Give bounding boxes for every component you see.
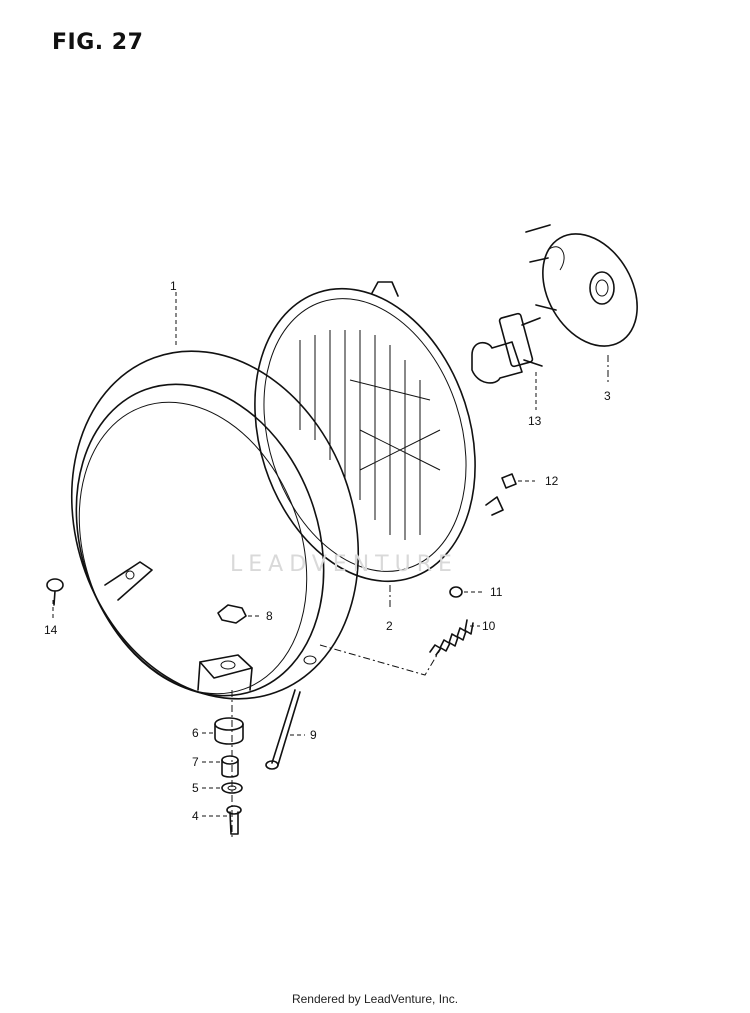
collar[interactable] [202,755,239,778]
cushion[interactable] [202,717,244,745]
long-screw[interactable] [265,689,305,770]
callout-11: 11 [490,585,503,599]
callout-1: 1 [170,279,177,293]
footer-credit: Rendered by LeadVenture, Inc. [291,992,459,1006]
callout-6: 6 [192,726,199,740]
callout-4: 4 [192,809,199,823]
callout-5: 5 [192,781,199,795]
callout-12: 12 [545,474,559,488]
bulb[interactable] [471,312,543,410]
callout-10: 10 [482,619,496,633]
nut[interactable] [217,604,262,624]
headlight-lens[interactable] [219,260,511,610]
clip[interactable] [46,578,64,620]
washer[interactable] [202,782,243,794]
callout-13: 13 [528,414,542,428]
figure-title: FIG. 27 [52,30,144,55]
adjust-washer[interactable] [449,586,485,598]
bolt[interactable] [202,805,242,835]
callout-2: 2 [386,619,393,633]
alignment-line [319,644,441,676]
callout-8: 8 [266,609,273,623]
adjust-nut[interactable] [501,473,535,489]
headlight-rim[interactable] [24,292,405,739]
socket-cover[interactable] [524,217,657,363]
watermark: LEADVENTURE [230,552,458,577]
callout-7: 7 [192,755,199,769]
callout-3: 3 [604,389,611,403]
callout-14: 14 [44,623,58,637]
spring[interactable] [429,619,480,656]
callout-9: 9 [310,728,317,742]
